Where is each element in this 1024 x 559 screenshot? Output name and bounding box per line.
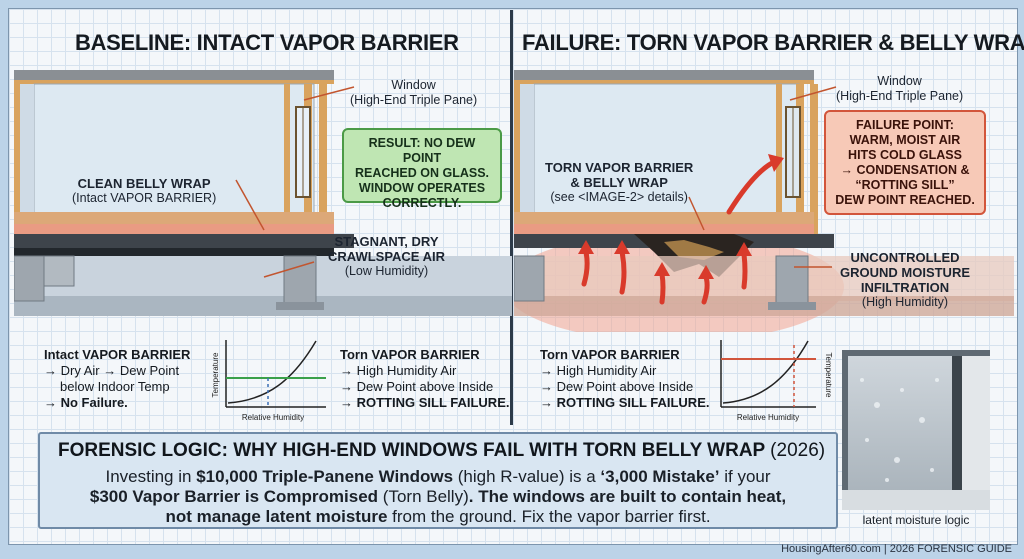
torn-heading: Torn VAPOR BARRIER — [340, 347, 480, 362]
torn-line: → High Humidity Air — [540, 363, 657, 378]
intact-legend: Intact VAPOR BARRIER → Dry Air → Dew Poi… — [44, 347, 190, 411]
torn-line: → ROTTING SILL FAILURE. — [340, 395, 510, 410]
site-credit[interactable]: HousingAfter60.com | 2026 FORENSIC GUIDE — [781, 543, 1012, 555]
left-window-label: Window (High-End Triple Pane) — [350, 78, 477, 108]
body-text: (Torn Belly) — [378, 487, 469, 506]
window-label-text: Window — [877, 74, 922, 88]
ground-sub: (High Humidity) — [861, 295, 949, 309]
result-box: RESULT: NO DEW POINT REACHED ON GLASS. W… — [342, 128, 502, 210]
window-sub-text: (High-End Triple Pane) — [350, 93, 478, 107]
intact-line: → Dry Air → Dew Point — [44, 363, 180, 378]
failure-line: DEW POINT REACHED. — [835, 193, 975, 207]
intact-line: → No Failure. — [44, 395, 128, 410]
graph-x-label: Relative Humidity — [737, 413, 799, 422]
body-strong: . The windows are built — [468, 487, 661, 506]
belly-label-text: CLEAN BELLY WRAP — [77, 176, 211, 191]
torn-barrier-label: TORN VAPOR BARRIER & BELLY WRAP (see <IM… — [545, 160, 693, 205]
graph-y-label: Temperature — [211, 352, 220, 397]
failure-line: HITS COLD GLASS — [848, 148, 962, 162]
torn-line: → Dew Point above Inside — [540, 379, 694, 394]
torn-legend-right: Torn VAPOR BARRIER → High Humidity Air →… — [540, 347, 709, 411]
body-strong: $300 Vapor Barrier is Compromised — [89, 487, 379, 506]
right-house-illustration — [514, 70, 1014, 332]
failure-line: “ROTTING SILL” — [855, 178, 955, 192]
body-strong: $10,000 Triple-Panene Windows — [196, 467, 454, 486]
panel-divider — [510, 10, 513, 425]
failure-line: WARM, MOIST AIR — [849, 133, 961, 147]
right-panel-title: FAILURE: TORN VAPOR BARRIER & BELLY WRAP — [522, 30, 1024, 55]
graph-x-label: Relative Humidity — [242, 413, 304, 422]
forensic-body: Investing in $10,000 Triple-Panene Windo… — [50, 467, 826, 527]
left-panel-title: BASELINE: INTACT VAPOR BARRIER — [75, 30, 459, 55]
ground-line: UNCONTROLLED — [850, 250, 960, 265]
torn-legend-left: Torn VAPOR BARRIER → High Humidity Air →… — [340, 347, 509, 411]
forensic-title-text: FORENSIC LOGIC: WHY HIGH-END WINDOWS FAI… — [58, 440, 765, 461]
right-dewpoint-graph: Temperature Relative Humidity — [720, 340, 833, 422]
crawl-line-1: STAGNANT, DRY — [334, 234, 439, 249]
result-line: RESULT: NO DEW POINT — [368, 136, 476, 165]
body-text: (high R-value) is a — [453, 467, 601, 486]
failure-line: FAILURE POINT: — [856, 118, 954, 132]
body-strong: not manage latent moisture — [165, 507, 388, 526]
forensic-title: FORENSIC LOGIC: WHY HIGH-END WINDOWS FAI… — [58, 440, 825, 462]
ground-line: GROUND MOISTURE — [840, 265, 970, 280]
torn-label-line: & BELLY WRAP — [570, 175, 668, 190]
torn-line: → High Humidity Air — [340, 363, 457, 378]
result-line: REACHED ON GLASS. — [354, 166, 490, 180]
crawl-sub: (Low Humidity) — [344, 264, 429, 278]
left-house-illustration — [14, 70, 512, 316]
belly-sub-text: (Intact VAPOR BARRIER) — [72, 191, 217, 205]
torn-line: → Dew Point above Inside — [340, 379, 494, 394]
right-window-label: Window (High-End Triple Pane) — [836, 74, 963, 104]
intact-line: below Indoor Temp — [60, 379, 170, 394]
result-line: CORRECTLY. — [382, 196, 462, 210]
body-text: from the ground. Fix the vapor barrier f… — [387, 507, 711, 526]
result-line: WINDOW OPERATES — [358, 181, 486, 195]
ground-line: INFILTRATION — [860, 280, 950, 295]
crawl-line-2: CRAWLSPACE AIR — [328, 249, 445, 264]
ground-moisture-label: UNCONTROLLED GROUND MOISTURE INFILTRATIO… — [840, 250, 970, 310]
belly-wrap-label: CLEAN BELLY WRAP (Intact VAPOR BARRIER) — [72, 176, 216, 206]
photo-caption: latent moisture logic — [862, 513, 970, 527]
body-strong: ‘3,000 Mistake’ — [600, 467, 720, 486]
window-sub-text: (High-End Triple Pane) — [836, 89, 964, 103]
torn-line: → ROTTING SILL FAILURE. — [540, 395, 710, 410]
left-dewpoint-graph: Temperature Relative Humidity — [211, 340, 326, 422]
body-text: Investing in — [105, 467, 197, 486]
forensic-logic-box: FORENSIC LOGIC: WHY HIGH-END WINDOWS FAI… — [38, 432, 838, 529]
graph-y-label: Temperature — [824, 353, 833, 398]
crawlspace-label: STAGNANT, DRY CRAWLSPACE AIR (Low Humidi… — [328, 234, 445, 279]
failure-line: → CONDENSATION & — [840, 163, 970, 177]
intact-heading: Intact VAPOR BARRIER — [44, 347, 191, 362]
window-label-text: Window — [391, 78, 436, 92]
torn-sub: (see <IMAGE-2> details) — [550, 190, 688, 204]
body-strong: to contain heat, — [660, 487, 787, 506]
forensic-year: (2026) — [770, 440, 826, 461]
condensation-window-photo — [842, 350, 990, 510]
torn-label-line: TORN VAPOR BARRIER — [545, 160, 694, 175]
torn-heading: Torn VAPOR BARRIER — [540, 347, 680, 362]
body-text: if your — [719, 467, 771, 486]
failure-point-box: FAILURE POINT: WARM, MOIST AIR HITS COLD… — [824, 110, 986, 215]
